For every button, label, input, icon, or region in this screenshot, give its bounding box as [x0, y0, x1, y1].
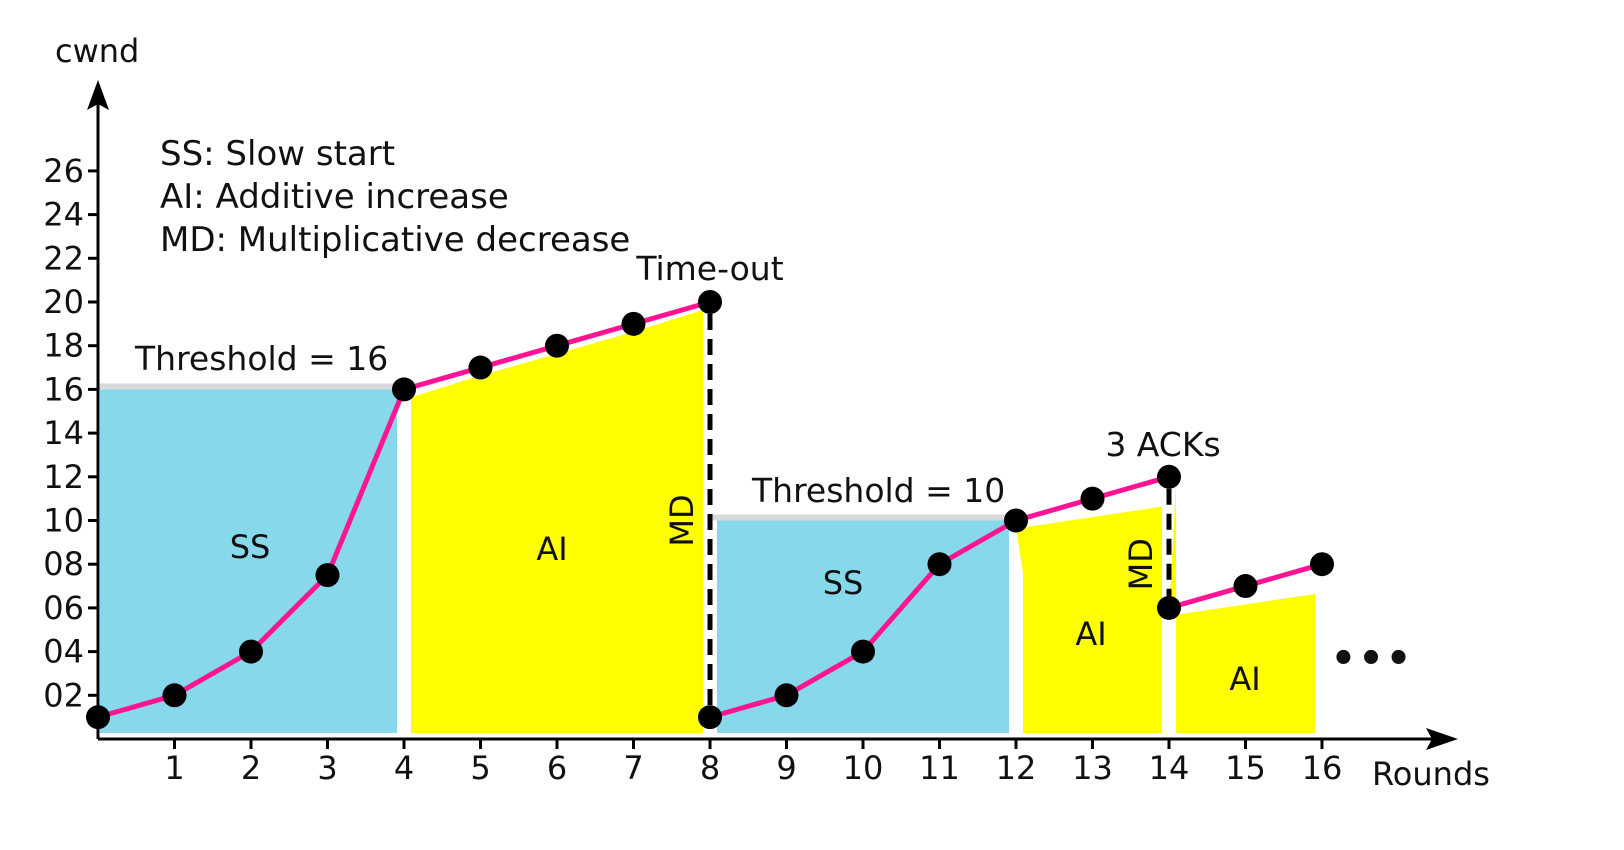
- series-segment: [631, 299, 713, 327]
- series-segment: [707, 692, 789, 720]
- series-segment: [1090, 474, 1172, 502]
- x-tick-label: 2: [241, 749, 261, 787]
- data-point: [239, 639, 263, 664]
- y-tick-label: 14: [43, 414, 84, 452]
- series-segment: [554, 321, 636, 349]
- series-segment: [401, 365, 483, 392]
- y-tick-label: 02: [43, 676, 84, 714]
- series-segment: [325, 386, 407, 578]
- series-segment: [478, 343, 560, 371]
- series-segment: [248, 572, 330, 655]
- region-label-ss-2: SS: [823, 564, 864, 602]
- regions: [100, 310, 1315, 733]
- data-point: [315, 563, 340, 588]
- series-segment: [1013, 496, 1095, 523]
- threshold-lines: [98, 383, 1016, 521]
- region-ai-2: [1016, 506, 1162, 733]
- region-label-ai-1: AI: [536, 530, 567, 568]
- x-axis-label: Rounds: [1372, 755, 1490, 793]
- region-label-ai-2: AI: [1075, 615, 1106, 653]
- y-axis-label: cwnd: [55, 32, 139, 70]
- y-tick-label: 16: [43, 370, 84, 408]
- data-point: [927, 552, 952, 577]
- y-tick-label: 08: [43, 545, 84, 583]
- md-lines: [707, 314, 1172, 706]
- series-segment: [784, 649, 866, 698]
- y-tick-label: 10: [43, 502, 84, 540]
- y-axis-arrow: [87, 80, 109, 110]
- y-tick-label: 22: [43, 239, 84, 277]
- x-tick-label: 16: [1302, 749, 1343, 787]
- data-point: [1157, 595, 1181, 620]
- data-point: [1157, 464, 1181, 489]
- data-point: [698, 705, 722, 730]
- x-tick-label: 4: [394, 749, 414, 787]
- md-label-timeout: MD: [663, 494, 701, 546]
- series-segment: [1166, 583, 1248, 611]
- data-point: [1004, 508, 1028, 533]
- data-point: [86, 705, 110, 730]
- data-point: [468, 355, 493, 380]
- data-point: [392, 377, 416, 402]
- 3acks-label: 3 ACKs: [1105, 425, 1220, 464]
- md-label-3acks: MD: [1122, 538, 1160, 590]
- labels: cwnd Rounds SS: Slow start AI: Additive …: [55, 32, 1490, 793]
- series-cwnd: [95, 299, 1325, 720]
- x-tick-label: 11: [919, 749, 960, 787]
- data-point: [1080, 486, 1105, 511]
- legend-ss: SS: Slow start: [160, 134, 395, 174]
- timeout-label: Time-out: [635, 249, 783, 288]
- data-point: [1310, 552, 1334, 577]
- continuation-dots: •••: [1331, 636, 1414, 682]
- threshold-10-label: Threshold = 10: [751, 471, 1005, 510]
- data-point: [851, 639, 875, 664]
- x-axis-arrow: [1426, 728, 1458, 750]
- series-segment: [937, 518, 1019, 567]
- x-tick-label: 7: [623, 749, 643, 787]
- x-tick-label: 10: [843, 749, 884, 787]
- y-tick-label: 26: [43, 152, 84, 190]
- x-tick-label: 12: [996, 749, 1037, 787]
- series-segment: [1243, 561, 1325, 589]
- y-tick-label: 18: [43, 327, 84, 365]
- x-tick-label: 1: [164, 749, 184, 787]
- threshold-16-label: Threshold = 16: [134, 339, 388, 378]
- x-tick-label: 9: [776, 749, 796, 787]
- data-point: [698, 290, 722, 314]
- region-label-ai-3: AI: [1229, 660, 1260, 698]
- legend-md: MD: Multiplicative decrease: [160, 220, 630, 260]
- x-tick-label: 8: [700, 749, 720, 787]
- x-tick-label: 6: [547, 749, 567, 787]
- x-tick-label: 15: [1225, 749, 1266, 787]
- x-tick-label: 13: [1072, 749, 1113, 787]
- x-tick-label: 14: [1149, 749, 1190, 787]
- region-ss-1: [100, 389, 397, 733]
- y-tick-label: 20: [43, 283, 84, 321]
- region-label-ss-1: SS: [230, 528, 271, 566]
- y-tick-label: 04: [43, 633, 84, 671]
- legend-ai: AI: Additive increase: [160, 177, 509, 217]
- region-ai-1: [411, 310, 703, 733]
- y-tick-label: 06: [43, 589, 84, 627]
- data-point: [1233, 574, 1258, 599]
- y-ticks: 02 04 06 08 10 12 14 16 18 20 22 24 26: [43, 152, 98, 714]
- x-tick-label: 5: [470, 749, 490, 787]
- series-points: [86, 290, 1334, 730]
- series-segment: [172, 649, 254, 698]
- region-ai-3: [1169, 484, 1315, 733]
- data-point: [162, 683, 187, 708]
- series-segment: [95, 692, 177, 720]
- data-point: [545, 333, 569, 358]
- data-point: [621, 311, 646, 336]
- data-point: [774, 683, 799, 708]
- series-segment: [860, 561, 942, 655]
- x-tick-label: 3: [317, 749, 337, 787]
- y-tick-label: 12: [43, 458, 84, 496]
- y-tick-label: 24: [43, 196, 84, 234]
